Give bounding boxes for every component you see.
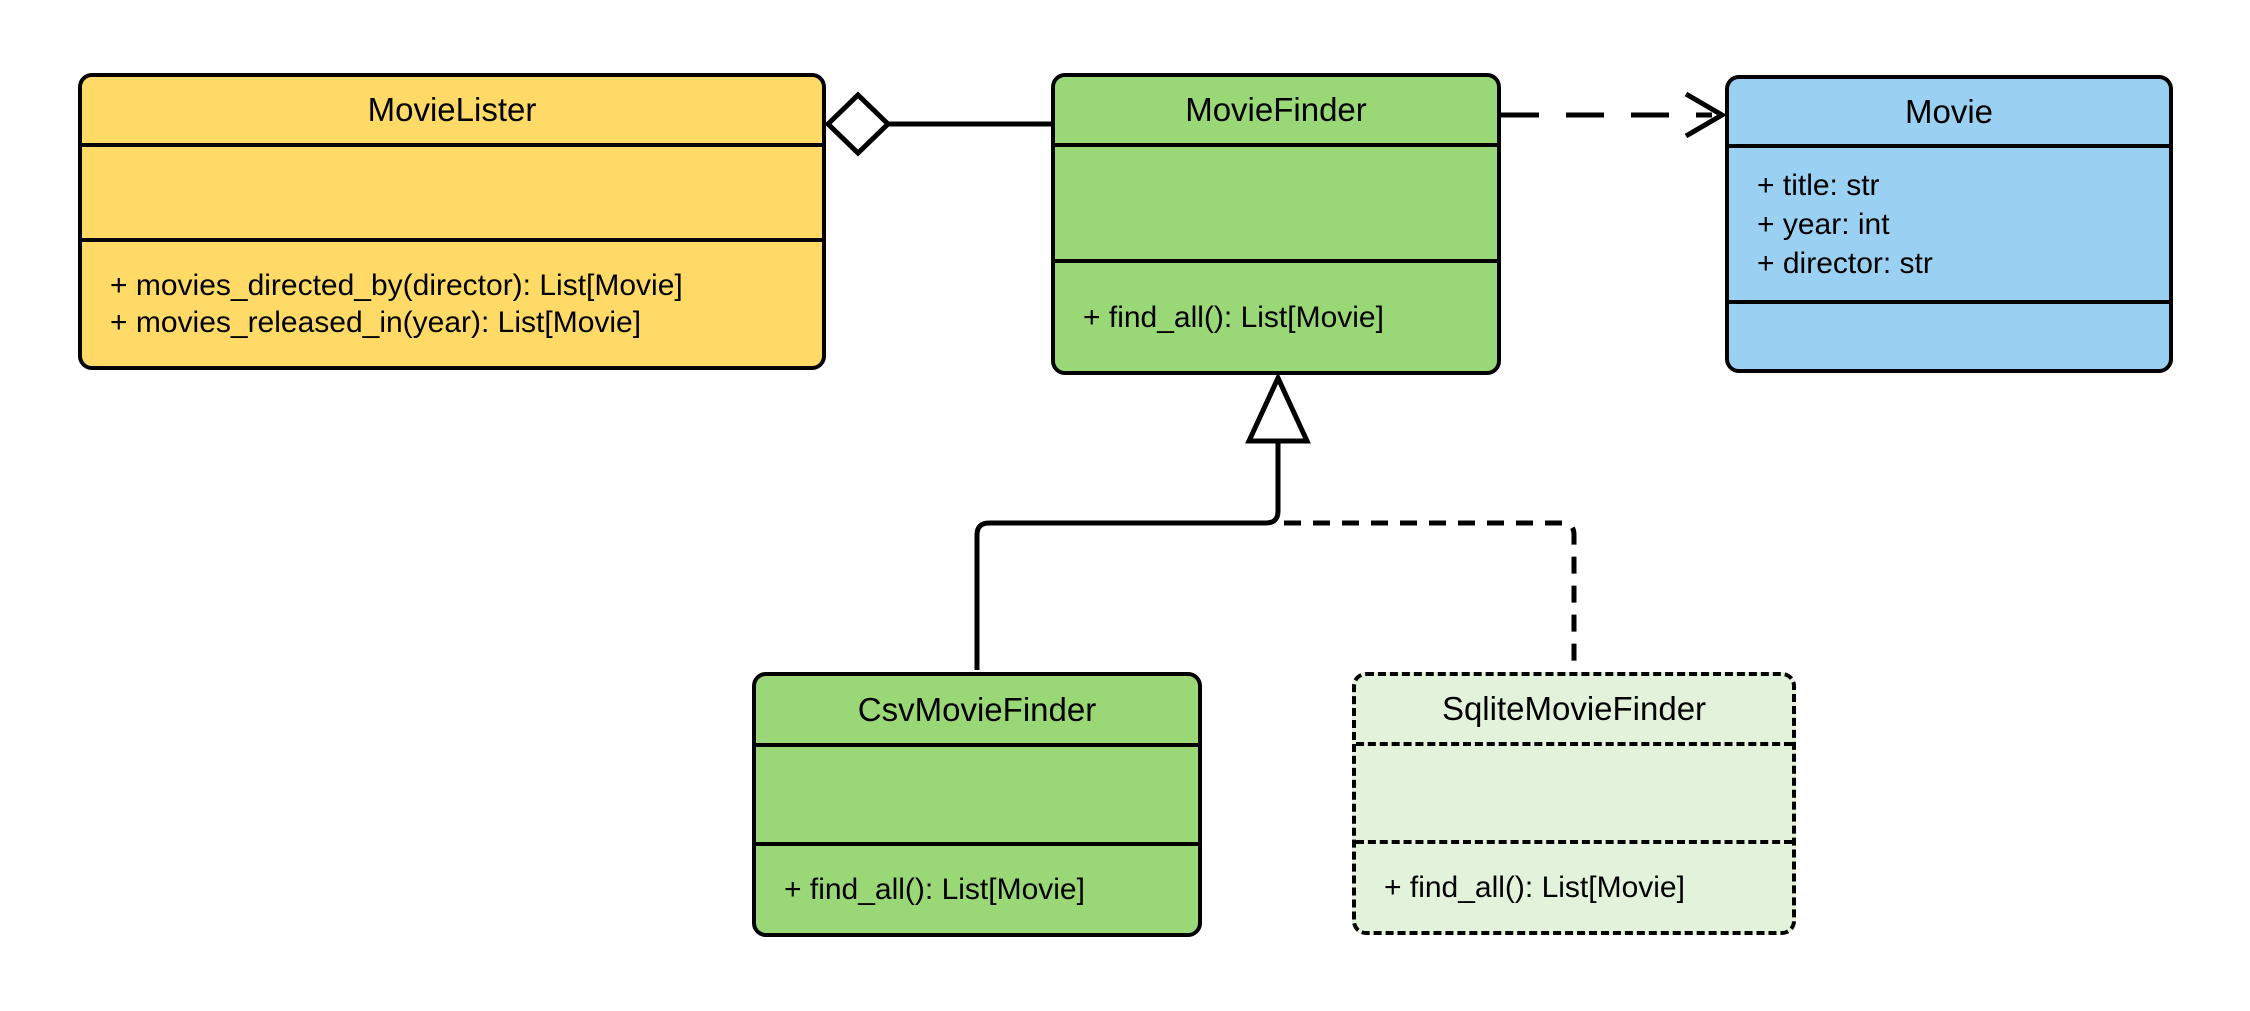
dependency-open-arrow-icon	[1684, 91, 1727, 139]
class-sqlitemoviefinder-methods-section: + find_all(): List[Movie]	[1356, 844, 1792, 931]
attribute-director: + director: str	[1757, 246, 1933, 280]
class-csvmoviefinder-methods-section: + find_all(): List[Movie]	[756, 846, 1198, 933]
class-movielister-methods-section: + movies_directed_by(director): List[Mov…	[82, 242, 822, 366]
class-movie-methods-section	[1729, 304, 2169, 369]
class-moviefinder-title: MovieFinder	[1055, 77, 1497, 147]
class-movie-attributes-section: + title: str + year: int + director: str	[1729, 148, 2169, 304]
class-movielister-title: MovieLister	[82, 77, 822, 147]
class-sqlitemoviefinder: SqliteMovieFinder + find_all(): List[Mov…	[1352, 672, 1796, 935]
method-find-all: + find_all(): List[Movie]	[784, 873, 1085, 906]
class-sqlitemoviefinder-title: SqliteMovieFinder	[1356, 676, 1792, 746]
aggregation-movielister-moviefinder	[824, 91, 1051, 157]
class-sqlitemoviefinder-attributes-section	[1356, 746, 1792, 844]
class-moviefinder-methods-section: + find_all(): List[Movie]	[1055, 263, 1497, 371]
class-moviefinder: MovieFinder + find_all(): List[Movie]	[1051, 73, 1501, 375]
attribute-year: + year: int	[1757, 207, 1890, 241]
method-find-all: + find_all(): List[Movie]	[1384, 871, 1685, 904]
generalization-csvmoviefinder-moviefinder	[974, 372, 1311, 670]
generalization-dashed-line	[1284, 520, 1577, 670]
class-movielister-attributes-section	[82, 147, 822, 242]
class-movielister: MovieLister + movies_directed_by(directo…	[78, 73, 826, 370]
generalization-sqlitemoviefinder-moviefinder	[1284, 520, 1577, 670]
generalization-triangle-icon	[1245, 372, 1311, 444]
class-csvmoviefinder-attributes-section	[756, 747, 1198, 846]
class-movie: Movie + title: str + year: int + directo…	[1725, 75, 2173, 373]
class-moviefinder-attributes-section	[1055, 147, 1497, 263]
generalization-solid-line	[974, 443, 1281, 670]
aggregation-diamond-icon	[824, 91, 892, 157]
class-csvmoviefinder: CsvMovieFinder + find_all(): List[Movie]	[752, 672, 1202, 937]
class-csvmoviefinder-title: CsvMovieFinder	[756, 676, 1198, 747]
dependency-moviefinder-movie	[1501, 91, 1727, 139]
attribute-title: + title: str	[1757, 168, 1880, 202]
method-find-all: + find_all(): List[Movie]	[1083, 300, 1384, 334]
method-movies-directed-by: + movies_directed_by(director): List[Mov…	[110, 269, 683, 302]
method-movies-released-in: + movies_released_in(year): List[Movie]	[110, 306, 642, 339]
class-movie-title: Movie	[1729, 79, 2169, 148]
